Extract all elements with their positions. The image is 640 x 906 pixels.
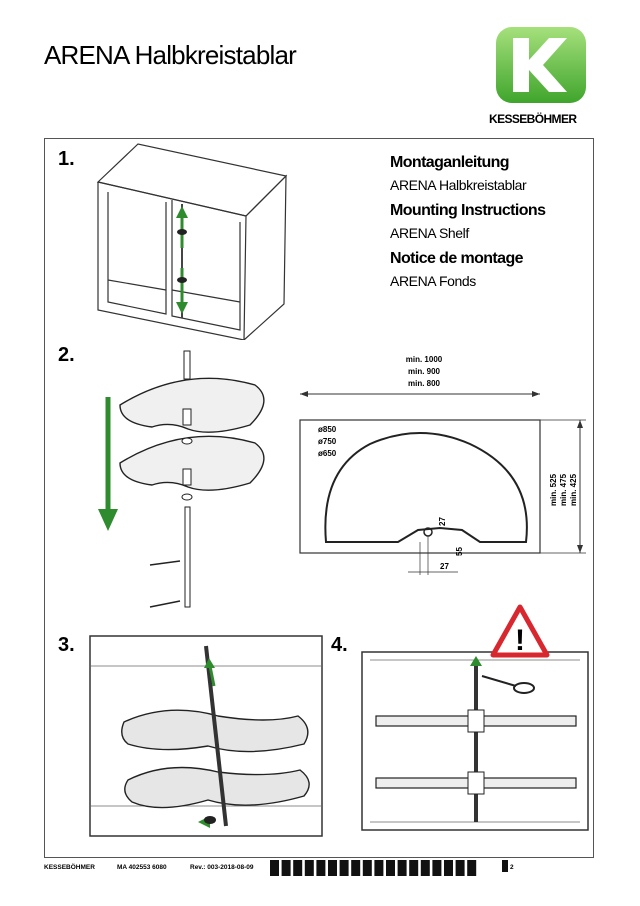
heading-english: Mounting Instructions	[390, 202, 546, 219]
page-marker	[502, 860, 508, 872]
document-title: ARENA Halbkreistablar	[44, 40, 297, 70]
step-number-4: 4.	[331, 634, 348, 656]
kesseboehmer-logo	[495, 26, 587, 104]
step-number-1: 1.	[58, 148, 75, 170]
step3-assembly-illustration	[89, 635, 323, 837]
heading-german: Montaganleitung	[390, 154, 510, 171]
product-german: ARENA Halbkreistablar	[390, 177, 527, 193]
step1-cabinet-illustration	[96, 143, 288, 340]
footer-revision: Rev.: 003-2018-08-09	[190, 864, 254, 871]
content-frame	[44, 138, 594, 858]
diameter-label-650: ø650	[318, 449, 337, 458]
width-label-800: min. 800	[408, 379, 441, 388]
depth-label-425: min. 425	[569, 473, 578, 506]
footer-document-number: MA 402553 6080	[117, 864, 167, 871]
warning-exclamation: !	[515, 624, 525, 657]
step4-installed-illustration	[361, 651, 589, 831]
product-french: ARENA Fonds	[390, 273, 476, 289]
footer-page-number: 2	[510, 864, 514, 871]
step2-dimension-drawing: min. 1000 min. 900 min. 800 min. 525 min…	[299, 355, 586, 575]
step-number-2: 2.	[58, 344, 75, 366]
warning-triangle-icon: !	[490, 604, 550, 658]
diameter-label-750: ø750	[318, 437, 337, 446]
width-label-1000: min. 1000	[406, 355, 443, 364]
step2-exploded-shelves	[98, 350, 265, 608]
brand-name: KESSEBÖHMER	[489, 112, 577, 126]
dimension-27-horizontal: 27	[440, 562, 449, 571]
dimension-55: 55	[455, 547, 464, 556]
barcode	[270, 860, 477, 876]
heading-french: Notice de montage	[390, 250, 524, 267]
depth-label-525: min. 525	[549, 473, 558, 506]
step-number-3: 3.	[58, 634, 75, 656]
width-label-900: min. 900	[408, 367, 441, 376]
product-english: ARENA Shelf	[390, 225, 469, 241]
footer-company: KESSEBÖHMER	[44, 864, 95, 871]
depth-label-475: min. 475	[559, 473, 568, 506]
diameter-label-850: ø850	[318, 425, 337, 434]
dimension-27-vertical: 27	[438, 517, 447, 526]
